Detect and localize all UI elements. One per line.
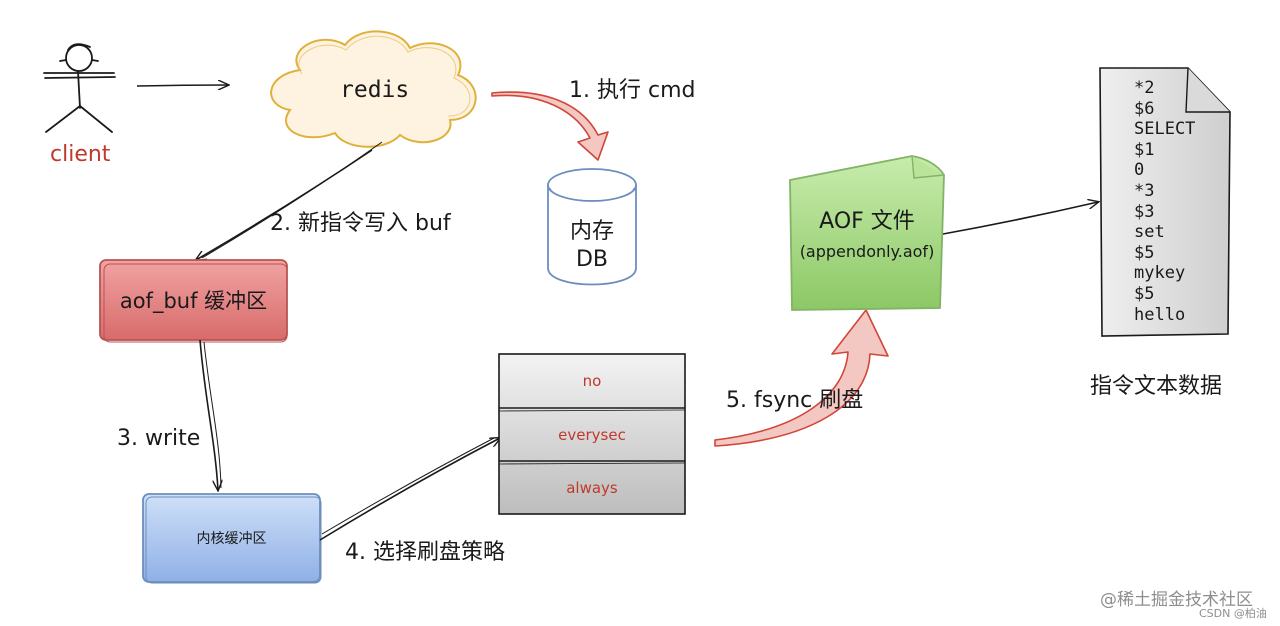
arrow-client-to-redis [136, 85, 228, 86]
client-label: client [50, 142, 111, 167]
memory-db-label-line1: 内存 [569, 219, 614, 244]
aof-line: $1 [1134, 139, 1155, 160]
aof-line: *2 [1134, 78, 1155, 98]
watermark-csdn: CSDN @柏油 [1199, 607, 1267, 620]
memory-db-label-line2: DB [575, 247, 609, 272]
redis-cloud-node [270, 30, 477, 148]
arrow-fsync [714, 309, 889, 447]
redis-label: redis [340, 77, 410, 103]
memory-db-label: 内存 DB [548, 214, 636, 278]
fsync-strategy-table [498, 353, 686, 515]
aof-line: $5 [1134, 283, 1155, 304]
step2-label: 2. 新指令写入 buf [270, 211, 451, 236]
step4-label: 4. 选择刷盘策略 [345, 540, 505, 565]
client-stick-figure-icon [43, 43, 116, 133]
aof-file-document [789, 155, 945, 311]
strategy-option-everysec: everysec [558, 426, 626, 444]
arrow-kernel-to-strategy [319, 438, 500, 541]
aof-contents-list: *2 $6 SELECT $1 0 *3 $3 set $5 mykey $5 … [1134, 78, 1195, 325]
kernel-buffer-box [142, 493, 322, 584]
step1-label: 1. 执行 cmd [569, 78, 696, 103]
text-data-document [1099, 67, 1231, 337]
aof-line: set [1134, 222, 1165, 243]
aof-line: *3 [1134, 180, 1155, 201]
aof-file-label-line2: (appendonly.aof) [799, 242, 935, 261]
aof-file-label-line1: AOF 文件 [819, 209, 915, 234]
arrow-aofbuf-to-kernel [199, 339, 218, 490]
aof-line: SELECT [1134, 119, 1196, 140]
aof-buf-label: aof_buf 缓冲区 [119, 289, 268, 313]
aof-line: 0 [1134, 160, 1145, 181]
memory-db-cylinder [547, 168, 637, 286]
aof-line: hello [1134, 304, 1186, 325]
aof-file-label: AOF 文件 (appendonly.aof) [792, 196, 942, 276]
step5-label: 5. fsync 刷盘 [726, 388, 864, 413]
strategy-option-no: no [582, 372, 602, 390]
kernel-buffer-label: 内核缓冲区 [196, 531, 267, 547]
aof-line: mykey [1134, 263, 1186, 284]
aof-line: $3 [1134, 201, 1155, 222]
step3-label: 3. write [117, 426, 201, 451]
aof-line: $6 [1134, 98, 1155, 119]
text-data-caption: 指令文本数据 [1090, 374, 1223, 399]
aof-buf-box [99, 259, 288, 343]
arrow-execute-cmd [491, 91, 609, 161]
strategy-option-always: always [566, 479, 618, 497]
aof-line: $5 [1134, 242, 1155, 263]
arrow-aof-to-text [942, 202, 1098, 235]
watermark-juejin: @稀土掘金技术社区 [1100, 590, 1253, 610]
